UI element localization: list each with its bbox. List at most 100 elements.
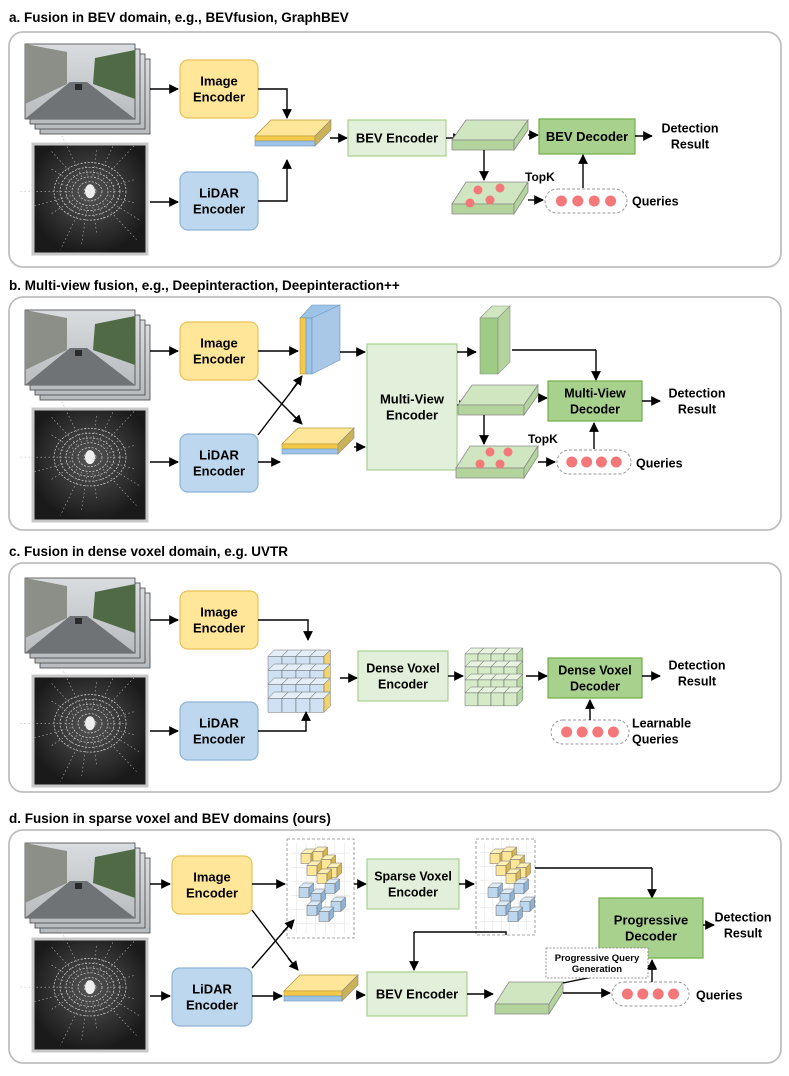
query-dot [576,726,588,738]
panel-title: b. Multi-view fusion, e.g., Deepinteract… [9,278,400,293]
car [75,84,82,90]
topk-point [495,459,505,469]
voxel-side [516,686,524,707]
building [25,44,67,104]
building [25,578,67,638]
image-encoder-b-label-line-1: Image [200,336,238,351]
panel-d-title: d. Fusion in sparse voxel and BEV domain… [9,811,331,826]
query-dot [561,726,573,738]
lidar-ray [33,991,71,1003]
lidar-ray [109,444,136,453]
lidar-ray [33,461,71,473]
panel-a-frame [8,31,782,268]
lidar-ray [106,199,140,221]
topk-heatmap-b [455,444,539,480]
multiview-decoder-b-label-line-2: Decoder [570,402,620,416]
lidar-ray [56,977,71,983]
topk-point [473,185,483,195]
camera-images-c [24,577,151,669]
lidar-encoder-d-label-line-2: Encoder [186,998,238,1013]
bev-decoder-a-shape [538,118,636,155]
lidar-ray [50,199,74,215]
queries: Queries [696,988,743,1002]
voxel-front [513,883,525,894]
voxel-front [505,873,517,884]
lidar-ray [50,434,74,449]
topk-point [485,447,495,457]
lidar-ring [71,972,109,1002]
image-encoder-d-shape [171,855,253,915]
road [25,616,135,653]
sparse-voxel-encoder-d-label-line-1: Sparse Voxel [374,869,452,883]
voxel-side [509,888,515,905]
query-dot [668,988,680,1000]
lidar-ray [109,974,136,983]
car [75,618,82,624]
view-side [311,304,341,375]
lidar-ray [66,469,78,482]
panel-title: a. Fusion in BEV domain, e.g., BEVfusion… [9,10,349,25]
lidar-ray [92,945,97,972]
encoded-sparse-voxel-d [475,838,536,936]
lidar-ring [59,166,121,216]
lidar-encoder-a-label-line-2: Encoder [193,202,245,217]
dense-voxel-encoder-c-shape [357,650,449,702]
progressive-decoder-d-label-line-2: Decoder [625,929,677,944]
queries-label-a: Queries [632,194,679,208]
camera-images-a [24,43,151,135]
lidar-ray [84,955,88,972]
voxel-front [300,853,312,864]
detection-result-line-1: Detection [715,910,772,924]
lidar-encoder-d-label-line-1: LiDAR [192,982,232,997]
fused-sparse-voxel-d [286,838,355,939]
arrow-lidar-encoder-to-fusion-a [258,159,292,202]
voxel-front [464,692,479,707]
bev-feature-a [451,118,529,152]
lidar-ray [50,995,74,1011]
lidar-scan [31,142,149,256]
detection-result-line-2: Result [678,674,717,688]
lidar-ray [102,469,137,506]
bev-encoder-d-shape [366,971,468,1017]
bev-feature-out-b-front [457,404,525,416]
arrow-lidar-encoder-to-voxel-c [258,711,311,732]
lidar-ray [50,465,74,481]
lidar-ring [77,977,103,998]
trees [93,849,135,898]
fused-bev-feature-a-side [314,119,332,147]
query-generation-line-1: Progressive Query [555,953,640,964]
ego-vehicle [85,716,95,731]
voxel-front [495,865,507,876]
lidar-ray [33,727,71,739]
bev-encoder-d: BEV Encoder [366,971,468,1017]
ego-vehicle [85,980,95,995]
lidar-ring [59,698,121,748]
ego-vehicle [85,184,95,199]
topk-label: TopK [525,170,555,184]
query-dot [592,726,604,738]
voxel-side [336,862,342,879]
camera-images-b [24,309,151,401]
multiview-encoder-b-label-line-2: Encoder [386,408,438,423]
multiview-encoder-b-label-line-1: Multi-View [380,392,445,407]
query-dot [572,195,584,207]
detection-result-line-1: Detection [669,386,726,400]
voxel-side [328,906,334,923]
topk-heatmap-b-front [455,467,525,479]
dense-voxel-decoder-c-shape [547,657,643,699]
bev-feature-a-side [513,118,529,152]
lidar-encoder-b-label-line-2: Encoder [193,464,245,479]
arrow-image-encoder-to-fusion-a [258,88,292,119]
panel-a-title: a. Fusion in BEV domain, e.g., BEVfusion… [9,10,349,25]
lidar-ring [59,962,121,1012]
learnable-queries-line-2: Queries [632,732,679,746]
lidar-ray [102,142,137,180]
topk-point [465,198,475,208]
image-encoder-a-label-line-2: Encoder [193,90,245,105]
